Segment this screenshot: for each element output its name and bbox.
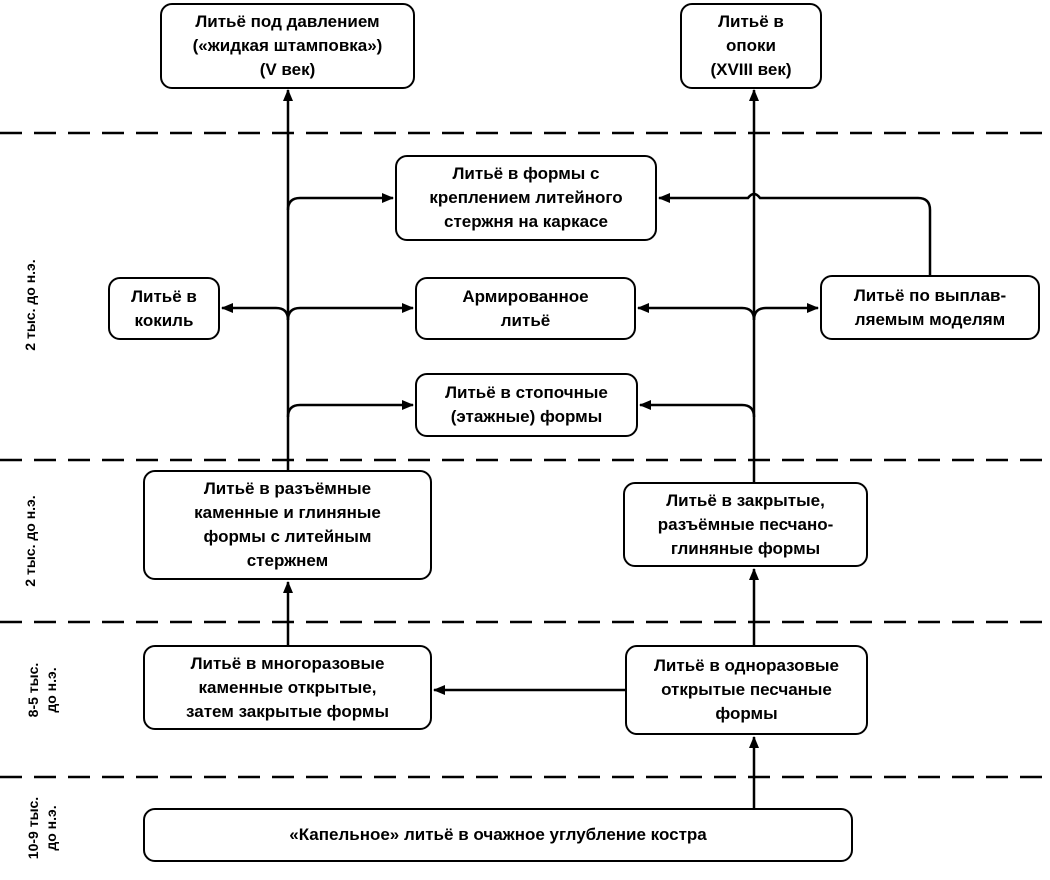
era-label: 2 тыс. до н.э. — [22, 495, 38, 587]
node-reusable-stone-casting: Литьё в многоразовые каменные открытые, … — [143, 645, 432, 730]
era-label: 10-9 тыс. до н.э. — [25, 796, 59, 860]
node-pressure-casting: Литьё под давлением («жидкая штамповка»)… — [160, 3, 415, 89]
node-chill-casting: Литьё в кокиль — [108, 277, 220, 340]
node-investment-casting: Литьё по выплав- ляемым моделям — [820, 275, 1040, 340]
era-label: 2 тыс. до н.э. — [22, 259, 38, 351]
era-label: 8-5 тыс. до н.э. — [25, 662, 59, 718]
era-dividers — [0, 131, 1050, 779]
arrow-to-stacked — [286, 400, 414, 418]
node-split-stone-casting: Литьё в разъёмные каменные и глиняные фо… — [143, 470, 432, 580]
arrow-investment-to-core-frame — [658, 192, 932, 275]
node-core-frame-casting: Литьё в формы с креплением литейного сте… — [395, 155, 657, 241]
arrow-to-reinforced-right — [637, 303, 756, 321]
node-single-sand-casting: Литьё в одноразовые открытые песчаные фо… — [625, 645, 868, 735]
node-stacked-casting: Литьё в стопочные (этажные) формы — [415, 373, 638, 437]
arrow-to-investment — [752, 303, 819, 321]
node-reinforced-casting: Армированное литьё — [415, 277, 636, 340]
arrow-to-core-frame — [286, 193, 394, 211]
node-flask-casting: Литьё в опоки (XVIII век) — [680, 3, 822, 89]
node-closed-sand-casting: Литьё в закрытые, разъёмные песчано- гли… — [623, 482, 868, 567]
arrow-to-stacked-right — [639, 400, 756, 418]
node-drip-casting: «Капельное» литьё в очажное углубление к… — [143, 808, 853, 862]
arrow-to-chill — [221, 303, 290, 321]
arrow-to-reinforced — [286, 303, 414, 321]
